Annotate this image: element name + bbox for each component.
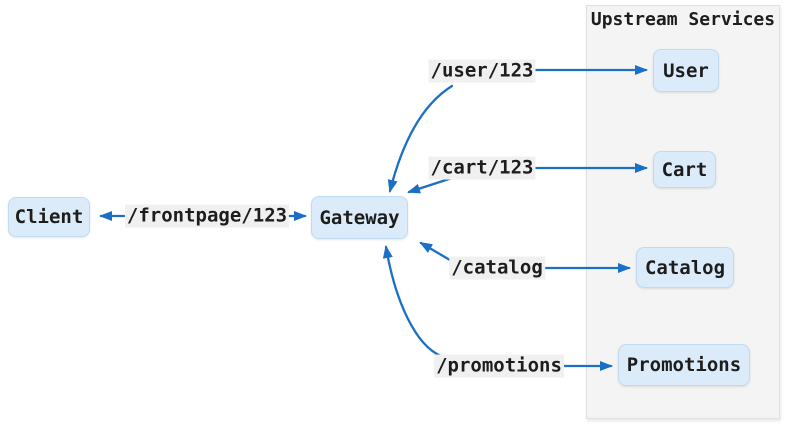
node-user-label: User — [663, 59, 709, 82]
edge-label-cart: /cart/123 — [428, 156, 536, 180]
edge-promotions-to-gateway — [382, 245, 443, 358]
node-cart-label: Cart — [661, 158, 708, 181]
node-client: Client — [8, 197, 90, 237]
edge-label-frontpage: /frontpage/123 — [124, 204, 290, 228]
node-client-label: Client — [14, 206, 84, 228]
node-gateway-label: Gateway — [319, 206, 400, 229]
node-catalog: Catalog — [636, 247, 734, 288]
edge-label-user: /user/123 — [428, 59, 536, 83]
edge-cart-to-gateway — [407, 176, 454, 194]
edge-user-to-gateway — [387, 84, 454, 193]
upstream-services-title: Upstream Services — [590, 9, 776, 30]
node-cart: Cart — [653, 151, 716, 188]
node-gateway: Gateway — [311, 196, 408, 239]
node-catalog-label: Catalog — [644, 256, 726, 279]
node-promotions: Promotions — [618, 344, 750, 386]
edge-label-promotions: /promotions — [434, 354, 564, 378]
edge-label-catalog: /catalog — [449, 256, 545, 280]
node-user: User — [653, 49, 719, 92]
node-promotions-label: Promotions — [626, 354, 742, 376]
